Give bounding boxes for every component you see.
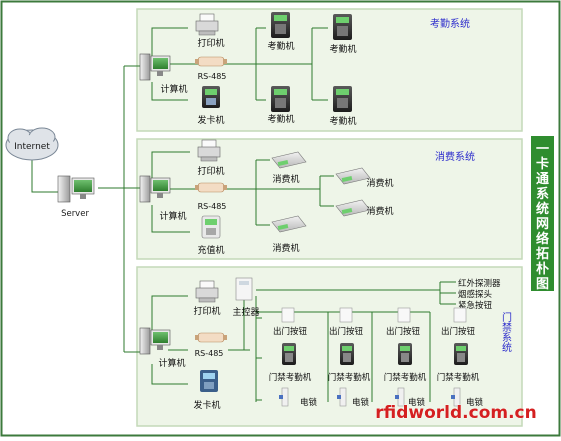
consumption-terminal-icon <box>271 215 307 233</box>
connection-lines <box>31 27 456 402</box>
electric-lock-label: 电锁 <box>352 397 370 408</box>
access-computer-icon <box>139 327 171 355</box>
exit-button-icon <box>453 307 467 323</box>
access-printer-icon <box>195 280 219 303</box>
electric-lock-icon <box>395 387 405 407</box>
attendance-rs485-label: RS-485 <box>198 72 227 81</box>
attendance-printer-icon <box>195 13 219 36</box>
access-card-issuer-icon <box>200 370 218 392</box>
exit-button-icon <box>397 307 411 323</box>
door-reader-label: 门禁考勤机 <box>269 372 312 383</box>
attendance-card-issuer-icon <box>202 86 220 108</box>
consumption-computer-label: 计算机 <box>159 210 186 222</box>
attendance-card-issuer-label: 发卡机 <box>197 114 224 126</box>
access-title: 门禁系统 <box>500 311 512 352</box>
sensor-emergency-label: 紧急按钮 <box>458 300 493 311</box>
main-controller-icon <box>235 277 253 301</box>
attendance-computer-icon <box>139 53 171 81</box>
electric-lock-icon <box>279 387 289 407</box>
attendance-computer-label: 计算机 <box>160 83 187 95</box>
server-label: Server <box>61 209 89 219</box>
exit-button-label: 出门按钮 <box>441 326 476 337</box>
consumption-terminal-label: 消费机 <box>272 242 299 254</box>
exit-button-label: 出门按钮 <box>329 326 364 337</box>
attendance-terminal-label: 考勤机 <box>267 113 294 125</box>
sensor-infrared-label: 红外探测器 <box>458 278 501 289</box>
exit-button-icon <box>339 307 353 323</box>
attendance-terminal-icon <box>271 86 290 112</box>
vertical-title-text: 一卡通系统网络拓朴图 <box>536 142 549 292</box>
door-reader-icon <box>282 343 296 365</box>
attendance-terminal-icon <box>333 86 352 112</box>
internet-label: Internet <box>14 142 50 152</box>
attendance-rs485-icon <box>195 56 227 67</box>
electric-lock-label: 电锁 <box>466 397 484 408</box>
consumption-terminal-icon <box>335 167 371 185</box>
attendance-terminal-label: 考勤机 <box>329 43 356 55</box>
door-reader-label: 门禁考勤机 <box>328 372 371 383</box>
consumption-terminal-label: 消费机 <box>272 173 299 185</box>
consumption-title: 消费系统 <box>435 150 475 163</box>
exit-button-icon <box>281 307 295 323</box>
electric-lock-icon <box>451 387 461 407</box>
vertical-title: 一卡通系统网络拓朴图 <box>536 142 549 292</box>
attendance-printer-label: 打印机 <box>197 37 224 49</box>
consumption-terminal-icon <box>335 199 371 217</box>
door-reader-icon <box>340 343 354 365</box>
electric-lock-icon <box>337 387 347 407</box>
exit-button-label: 出门按钮 <box>386 326 421 337</box>
access-computer-label: 计算机 <box>158 357 185 369</box>
main-controller-label: 主控器 <box>232 306 259 318</box>
attendance-title: 考勤系统 <box>430 17 470 30</box>
consumption-printer-icon <box>197 139 221 162</box>
electric-lock-label: 电锁 <box>300 397 318 408</box>
consumption-printer-label: 打印机 <box>197 165 224 177</box>
sensor-smoke-label: 烟感探头 <box>458 289 493 300</box>
consumption-recharger-icon <box>201 215 221 239</box>
attendance-terminal-icon <box>333 14 352 40</box>
consumption-rs485-label: RS-485 <box>198 202 227 211</box>
door-reader-icon <box>454 343 468 365</box>
attendance-terminal-label: 考勤机 <box>329 115 356 127</box>
exit-button-label: 出门按钮 <box>273 326 308 337</box>
access-card-issuer-label: 发卡机 <box>193 399 220 411</box>
attendance-terminal-label: 考勤机 <box>267 40 294 52</box>
consumption-terminal-icon <box>271 151 307 169</box>
access-rs485-icon <box>195 332 227 343</box>
door-reader-label: 门禁考勤机 <box>384 372 427 383</box>
attendance-terminal-icon <box>271 12 290 38</box>
consumption-recharger-label: 充值机 <box>197 244 224 256</box>
consumption-rs485-icon <box>195 182 227 193</box>
consumption-terminal-label: 消费机 <box>366 177 393 189</box>
electric-lock-label: 电锁 <box>408 397 426 408</box>
door-reader-label: 门禁考勤机 <box>437 372 480 383</box>
door-reader-icon <box>398 343 412 365</box>
access-rs485-label: RS-485 <box>195 349 224 358</box>
consumption-computer-icon <box>139 175 171 203</box>
server-icon <box>57 175 95 203</box>
access-printer-label: 打印机 <box>193 305 220 317</box>
vertical-title-bar <box>531 136 554 291</box>
watermark: rfidworld.com.cn <box>375 403 536 423</box>
internet-cloud <box>5 127 59 161</box>
consumption-terminal-label: 消费机 <box>366 205 393 217</box>
